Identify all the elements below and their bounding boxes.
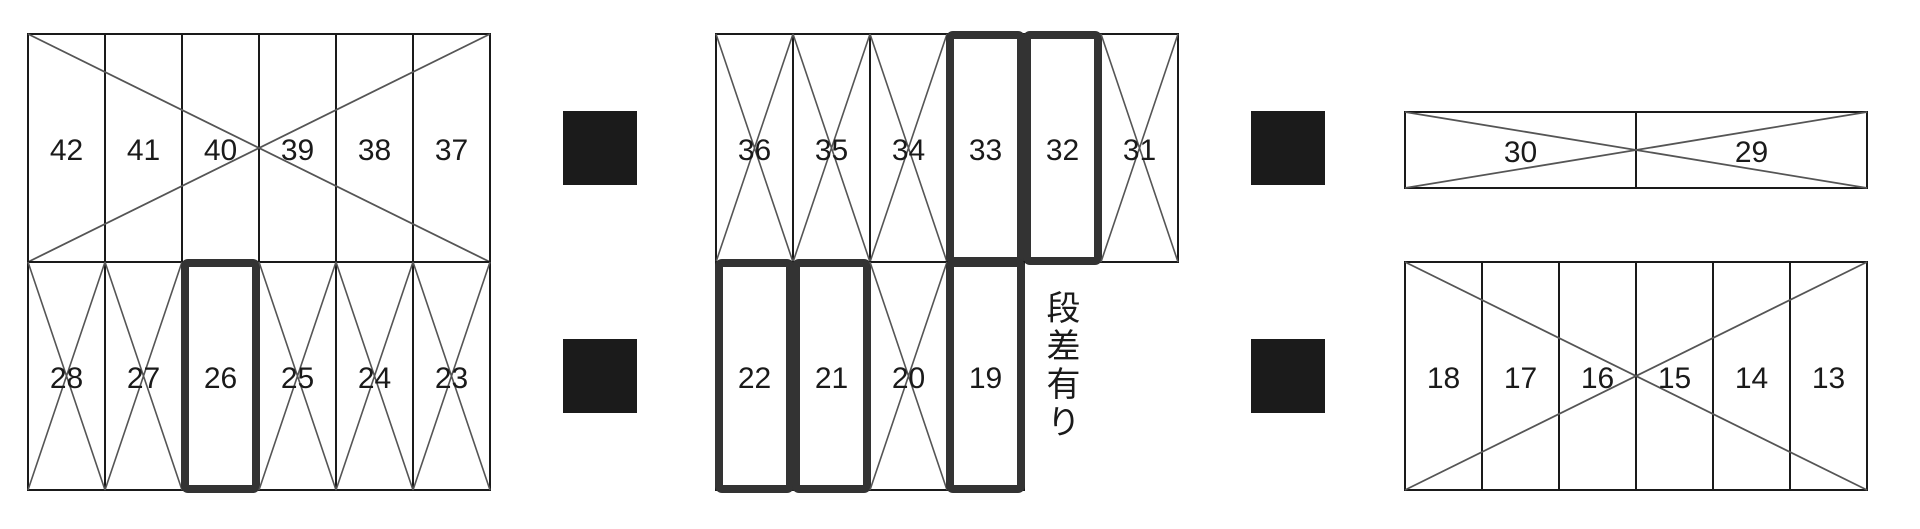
block-a-bottom: 28 27 26 25 24 23 <box>27 259 491 493</box>
pillar-marker <box>1251 111 1325 185</box>
spot-number: 42 <box>50 134 83 167</box>
block-c-bottom: 18 17 16 15 14 13 <box>1404 261 1868 491</box>
spot-number: 29 <box>1735 136 1768 169</box>
unavailable-cross <box>27 33 491 263</box>
spot-number: 14 <box>1735 362 1768 395</box>
spot-cross <box>27 261 106 491</box>
spot-number: 13 <box>1812 362 1845 395</box>
spot-number: 21 <box>815 362 848 395</box>
spot-cross <box>869 33 948 263</box>
spot-number: 40 <box>204 134 237 167</box>
spot-number: 16 <box>1581 362 1614 395</box>
spot-number: 38 <box>358 134 391 167</box>
spot-cross <box>1100 33 1179 263</box>
unavailable-cross <box>1404 261 1868 491</box>
block-c-top: 30 29 <box>1404 111 1868 189</box>
spot-number: 30 <box>1504 136 1537 169</box>
spot-number: 37 <box>435 134 468 167</box>
available-spot-highlight <box>1023 31 1102 265</box>
pillar-marker <box>563 339 637 413</box>
spot-cross <box>258 261 337 491</box>
spot-number: 18 <box>1427 362 1460 395</box>
spot-number: 15 <box>1658 362 1691 395</box>
spot-number: 34 <box>892 134 925 167</box>
block-a-top: 42 41 40 39 38 37 <box>27 33 491 263</box>
pillar-marker <box>1251 339 1325 413</box>
spot-number: 26 <box>204 362 237 395</box>
spot-cross <box>792 33 871 263</box>
spot-number: 31 <box>1123 134 1156 167</box>
spot-number: 36 <box>738 134 771 167</box>
spot-cross <box>335 261 414 491</box>
spot-number: 22 <box>738 362 771 395</box>
block-b-bottom: 22 21 20 19 <box>715 259 1025 493</box>
spot-number: 28 <box>50 362 83 395</box>
available-spot-highlight <box>715 259 794 493</box>
available-spot-highlight <box>792 259 871 493</box>
spot-cross <box>869 261 948 491</box>
spot-number: 41 <box>127 134 160 167</box>
spot-number: 27 <box>127 362 160 395</box>
spot-number: 24 <box>358 362 391 395</box>
parking-blocks: 42 41 40 39 38 37 28 27 26 25 24 23 36 35 34 33 32 31 22 21… <box>27 31 1868 493</box>
spot-number: 35 <box>815 134 848 167</box>
spot-number: 20 <box>892 362 925 395</box>
block-b-top: 36 35 34 33 32 31 <box>715 31 1179 265</box>
step-note: 段差有り <box>1041 290 1079 442</box>
spot-number: 23 <box>435 362 468 395</box>
pillar-marker <box>563 111 637 185</box>
spot-cross <box>412 261 491 491</box>
spot-cross <box>715 33 794 263</box>
spot-number: 17 <box>1504 362 1537 395</box>
spot-number: 19 <box>969 362 1002 395</box>
spot-number: 32 <box>1046 134 1079 167</box>
spot-number: 33 <box>969 134 1002 167</box>
available-spot-highlight <box>946 259 1025 493</box>
spot-cross <box>104 261 183 491</box>
spot-number: 25 <box>281 362 314 395</box>
available-spot-highlight <box>181 259 260 493</box>
pillar-markers <box>563 111 1325 413</box>
spot-number: 39 <box>281 134 314 167</box>
unavailable-cross <box>1404 111 1868 189</box>
